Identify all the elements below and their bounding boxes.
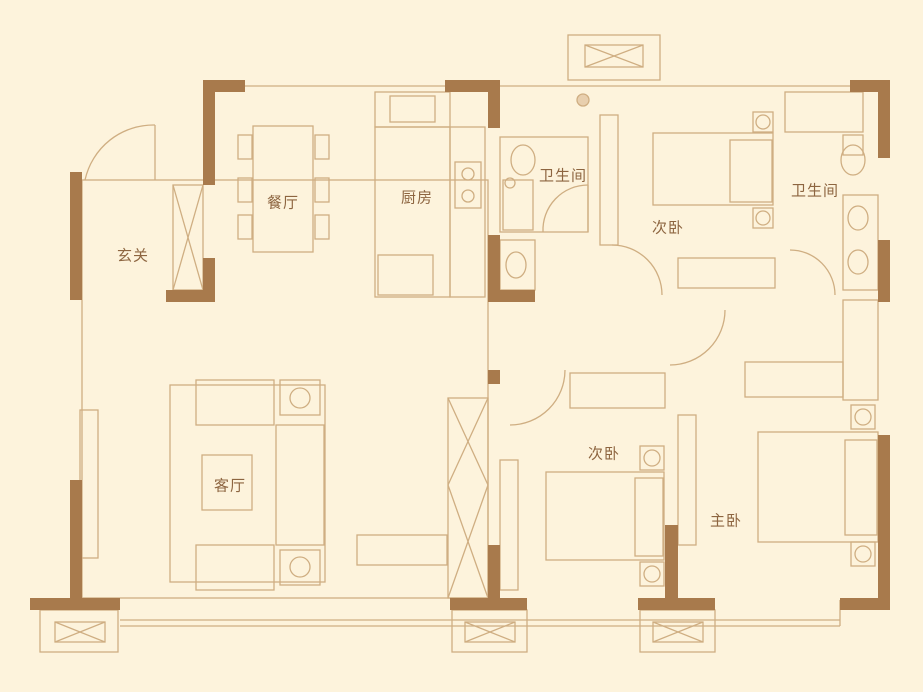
room-label-bathroom-1: 卫生间 [538,166,588,185]
room-label-bedroom-bottom: 次卧 [587,444,621,463]
room-label-kitchen: 厨房 [400,188,434,207]
room-label-master: 主卧 [709,511,743,530]
room-label-dining: 餐厅 [266,193,300,212]
room-label-living: 客厅 [213,476,247,495]
room-label-bathroom-2: 卫生间 [790,181,840,200]
walls [30,80,890,610]
fixtures-lines [39,34,879,653]
room-label-entry: 玄关 [116,246,150,265]
room-label-bedroom-top: 次卧 [651,218,685,237]
